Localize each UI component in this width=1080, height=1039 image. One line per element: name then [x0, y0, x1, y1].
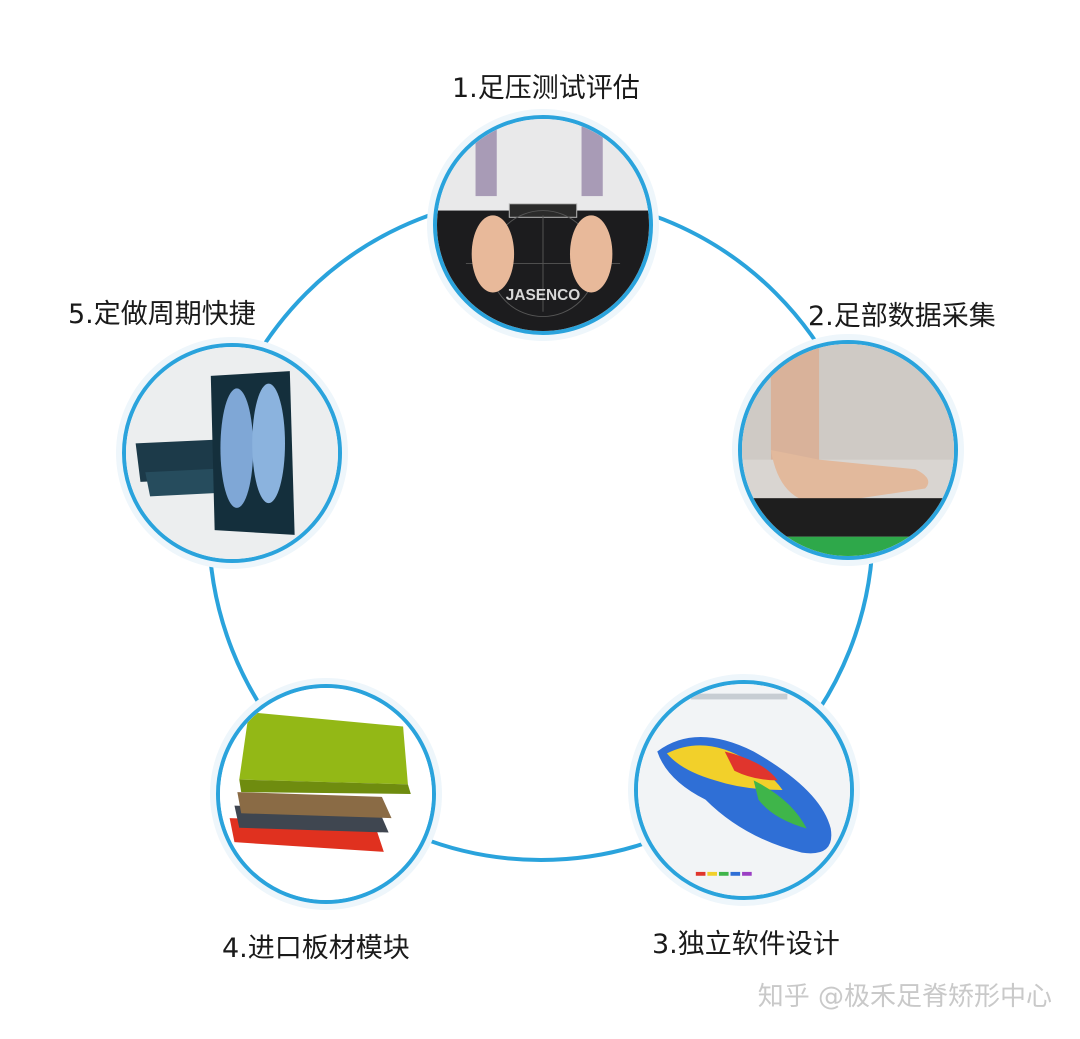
step-2-image	[738, 340, 958, 560]
step-4-label: 4.进口板材模块	[222, 933, 410, 964]
step-3-label: 3.独立软件设计	[652, 929, 840, 960]
step-3-image	[634, 680, 854, 900]
step-5-label: 5.定做周期快捷	[68, 299, 256, 330]
step-4-image	[216, 684, 436, 904]
step-1-label: 1.足压测试评估	[452, 73, 640, 104]
step-2-label: 2.足部数据采集	[808, 301, 996, 332]
brand-text: JASENCO	[506, 287, 580, 304]
step-5-image	[122, 343, 342, 563]
watermark: 知乎 @极禾足脊矫形中心	[757, 982, 1052, 1012]
step-1-image: JASENCO	[433, 115, 653, 335]
